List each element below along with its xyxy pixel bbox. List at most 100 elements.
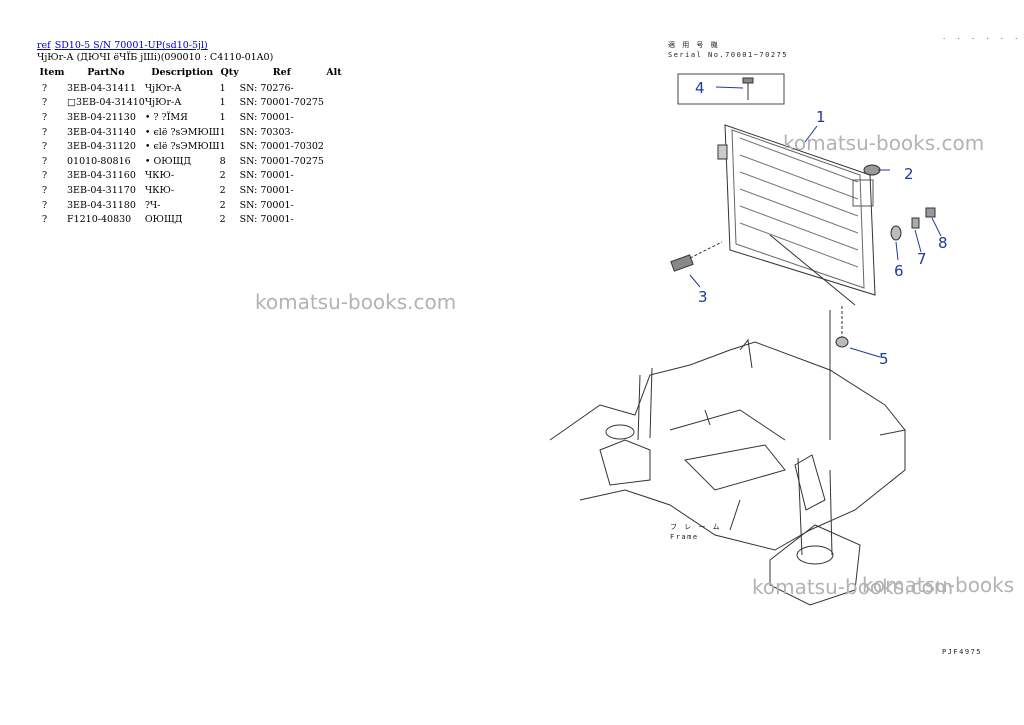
cell-description: ЧКЮ- bbox=[144, 170, 175, 182]
cell-description: ЧКЮ- bbox=[144, 184, 175, 196]
cell-qty: 1 bbox=[219, 126, 226, 138]
cell-ref: SN: 70001-70302 bbox=[239, 141, 324, 153]
cell-ref: SN: 70276- bbox=[239, 82, 294, 94]
col-qty: Qty bbox=[220, 66, 239, 78]
cell-item: ? bbox=[42, 184, 48, 196]
cell-alt bbox=[324, 110, 344, 125]
cell-qty: 1 bbox=[219, 141, 226, 153]
col-ref: Ref bbox=[272, 66, 291, 78]
cell-item: ? bbox=[42, 82, 48, 94]
cell-description: ЧјЮr-А bbox=[144, 97, 182, 109]
frame-outline bbox=[549, 338, 906, 606]
cell-ref: SN: 70303- bbox=[239, 126, 294, 138]
cell-ref: SN: 70001-70275 bbox=[239, 155, 324, 167]
cell-part-no: 3EB-04-31140 bbox=[67, 126, 136, 138]
cell-qty: 8 bbox=[219, 155, 226, 167]
cell-description: • ? ?ЇМЯ bbox=[144, 111, 188, 123]
cell-qty: 2 bbox=[219, 184, 226, 196]
cell-item: ? bbox=[42, 155, 48, 167]
cell-description: • ОЮЩД bbox=[144, 155, 192, 167]
cell-alt bbox=[324, 154, 344, 169]
bolt-inset-box bbox=[677, 73, 785, 105]
cell-alt bbox=[324, 81, 344, 96]
cell-qty: 2 bbox=[219, 199, 226, 211]
serial-jp-label: 適 用 号 機 bbox=[668, 41, 720, 49]
ref-link[interactable]: ref bbox=[37, 40, 51, 51]
small-parts bbox=[670, 164, 936, 440]
cell-part-no: 01010-80816 bbox=[67, 155, 131, 167]
watermark: komatsu-books.com bbox=[752, 575, 954, 599]
cell-description: ?Ч- bbox=[144, 199, 161, 211]
frame-jp-label: フ レ ー ム bbox=[670, 523, 722, 531]
watermark: komatsu-books.com bbox=[255, 290, 457, 314]
cell-alt bbox=[324, 169, 344, 184]
callout-2: 2 bbox=[904, 165, 914, 183]
cell-description: ОЮЩД bbox=[144, 214, 183, 226]
cell-part-no: 3EB-04-31180 bbox=[67, 199, 136, 211]
radiator-assembly bbox=[717, 124, 876, 306]
cell-qty: 2 bbox=[219, 214, 226, 226]
cell-qty: 1 bbox=[219, 97, 226, 109]
cell-description: • єlё ?sЭМЮШ bbox=[144, 141, 220, 153]
cell-ref: SN: 70001- bbox=[239, 184, 294, 196]
watermark: komatsu-books bbox=[862, 573, 1015, 597]
cell-ref: SN: 70001- bbox=[239, 111, 294, 123]
cell-part-no: F1210-40830 bbox=[67, 214, 132, 226]
cell-description: ЧјЮr-А bbox=[144, 82, 182, 94]
callout-5: 5 bbox=[879, 350, 889, 368]
cell-part-no: 3EB-04-21130 bbox=[67, 111, 136, 123]
table-row: ? 01010-80816 • ОЮЩД 8 SN: 70001-70275 bbox=[37, 154, 344, 169]
cell-qty: 2 bbox=[219, 170, 226, 182]
figure-code: PJF4975 bbox=[942, 648, 983, 656]
cell-item: ? bbox=[42, 126, 48, 138]
table-row: ? 3EB-04-21130 • ? ?ЇМЯ 1 SN: 70001- bbox=[37, 110, 344, 125]
cell-part-no: 3EB-04-31411 bbox=[67, 82, 136, 94]
callout-7: 7 bbox=[917, 250, 927, 268]
table-row: ? 3EB-04-31170 ЧКЮ- 2 SN: 70001- bbox=[37, 183, 344, 198]
parts-diagram: 1 2 3 4 5 6 7 8 bbox=[549, 73, 948, 606]
watermark: komatsu-books.com bbox=[783, 131, 985, 155]
callout-4: 4 bbox=[695, 79, 705, 97]
model-link[interactable]: SD10-5 S/N 70001-UP(sd10-5jl) bbox=[54, 40, 208, 51]
callout-lines bbox=[689, 86, 942, 358]
cell-item: ? bbox=[42, 214, 48, 226]
cell-alt bbox=[324, 198, 344, 213]
col-item: Item bbox=[39, 66, 65, 78]
cell-part-no: 3EB-04-31170 bbox=[67, 184, 136, 196]
frame-label: Frame bbox=[670, 533, 699, 541]
serial-label: Serial No.70001~70275 bbox=[668, 51, 789, 59]
cell-item: ? bbox=[42, 170, 48, 182]
cell-qty: 1 bbox=[219, 111, 226, 123]
col-alt: Alt bbox=[326, 66, 342, 78]
callout-3: 3 bbox=[698, 288, 708, 306]
parts-table: Item PartNo Description Qty Ref Alt ? 3EB… bbox=[37, 66, 344, 227]
cell-part-no: 3EB-04-31160 bbox=[67, 170, 136, 182]
table-row: ? 3EB-04-31180 ?Ч- 2 SN: 70001- bbox=[37, 198, 344, 213]
callout-6: 6 bbox=[894, 262, 904, 280]
callout-1: 1 bbox=[816, 108, 826, 126]
cell-description: • єlё ?sЭМЮШ bbox=[144, 126, 220, 138]
cell-alt bbox=[324, 125, 344, 140]
cell-item: ? bbox=[42, 111, 48, 123]
callout-8: 8 bbox=[938, 234, 948, 252]
cell-ref: SN: 70001-70275 bbox=[239, 97, 324, 109]
col-part-no: PartNo bbox=[87, 66, 125, 78]
cell-ref: SN: 70001- bbox=[239, 214, 294, 226]
cell-alt bbox=[324, 96, 344, 111]
cell-item: ? bbox=[42, 199, 48, 211]
cell-item: ? bbox=[42, 141, 48, 153]
col-description: Description bbox=[151, 66, 214, 78]
corner-dots: . . . . . . bbox=[942, 33, 1022, 41]
page-subtitle: ЧјЮr-А (ДЮЧІ ёЧЇБ јШі)(090010 : C4110-01… bbox=[37, 52, 274, 63]
table-row: ? 3EB-04-31160 ЧКЮ- 2 SN: 70001- bbox=[37, 169, 344, 184]
cell-ref: SN: 70001- bbox=[239, 170, 294, 182]
table-header-row: Item PartNo Description Qty Ref Alt bbox=[37, 66, 344, 81]
cell-ref: SN: 70001- bbox=[239, 199, 294, 211]
cell-alt bbox=[324, 183, 344, 198]
cell-part-no: □3EB-04-31410 bbox=[67, 97, 145, 109]
cell-part-no: 3EB-04-31120 bbox=[67, 141, 136, 153]
